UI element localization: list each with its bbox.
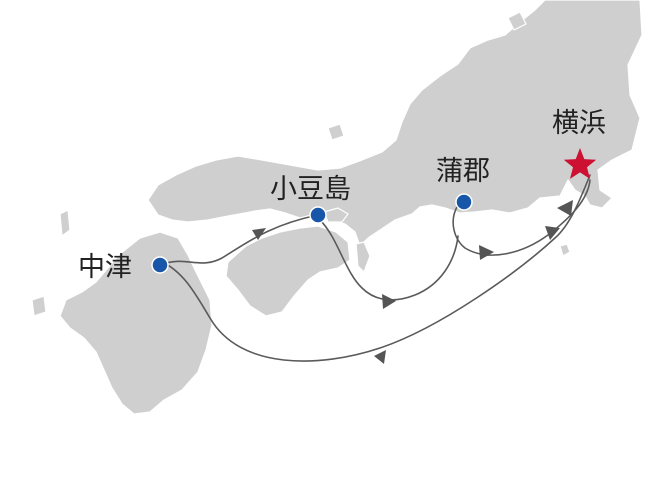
port-marker-nakatsu[interactable] [151,256,169,274]
route-arrow [252,228,266,240]
route-yokohama-nakatsu [161,174,591,362]
goto-islands [31,295,47,317]
route-lines [159,174,591,364]
port-label-nakatsu: 中津 [78,252,132,283]
port-marker-shodoshima[interactable] [309,206,327,224]
port-marker-gamagori[interactable] [455,193,473,211]
oki-islands [327,123,345,141]
port-label-gamagori: 蒲郡 [436,156,490,187]
shodoshima-island [323,207,349,223]
shikoku-island [225,225,351,317]
landmass [31,0,643,415]
awaji-island [355,241,371,273]
port-labels: 中津 小豆島 蒲郡 横浜 [78,108,606,283]
route-arrow [479,245,494,260]
route-arrow [374,350,386,364]
izu-oshima-island [559,243,571,257]
sado-island [507,11,527,31]
route-arrow [382,294,396,309]
route-shodoshima-east [319,219,459,301]
tsushima-island [59,209,71,237]
port-marker-yokohama-star[interactable] [563,148,597,179]
route-arrow [545,226,560,240]
port-label-yokohama: 横浜 [552,108,606,139]
route-arrow [557,200,573,216]
kyushu-island [59,231,213,415]
route-nakatsu-shodoshima [159,214,319,266]
port-label-shodoshima: 小豆島 [270,174,351,205]
port-markers [151,148,597,274]
